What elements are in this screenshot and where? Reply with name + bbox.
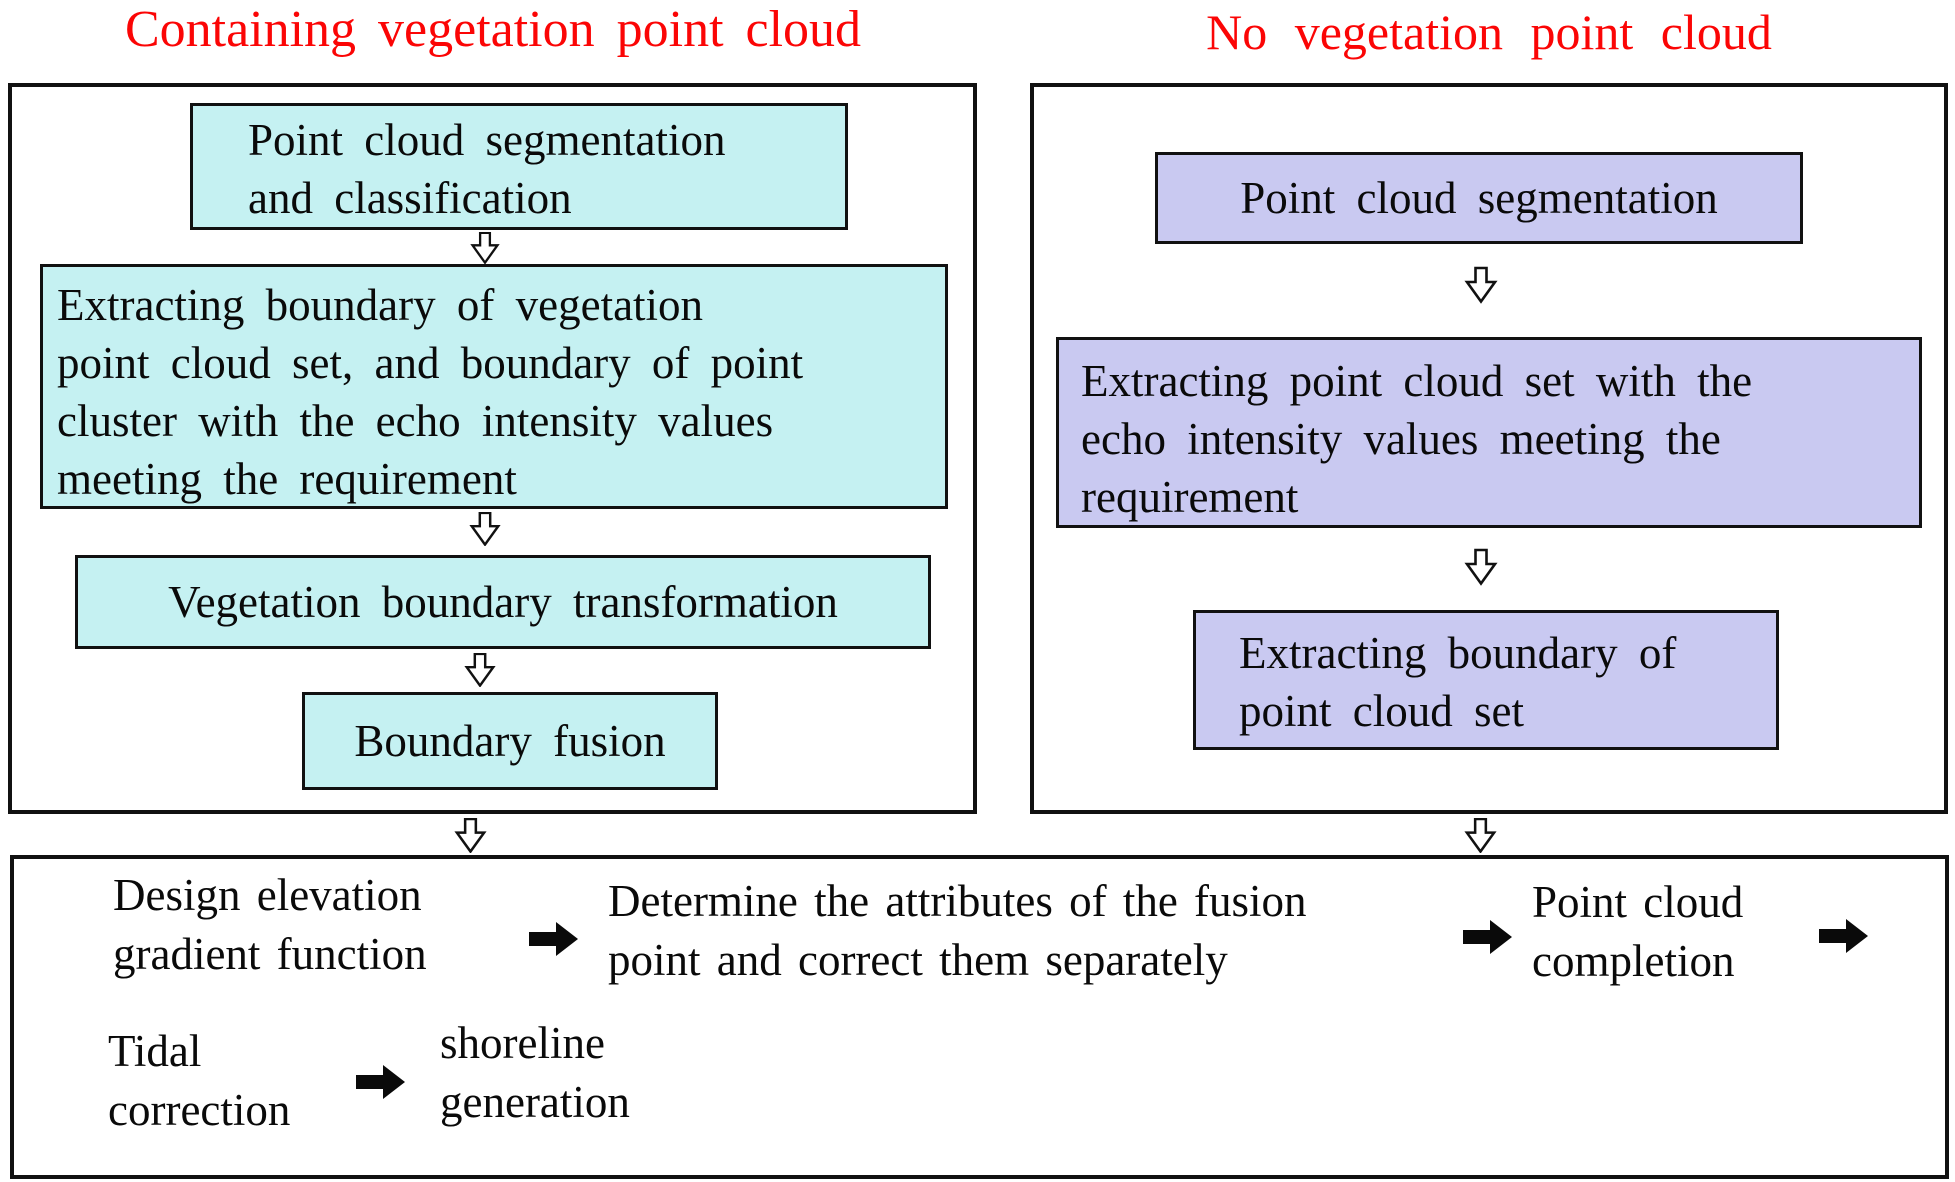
right-arrow-icon <box>355 1062 407 1107</box>
step-point-cloud-segmentation: Point cloud segmentation <box>1155 152 1803 244</box>
fusion-panel <box>10 855 1949 1179</box>
vegetation-branch-title: Containing vegetation point cloud <box>124 1 862 58</box>
text-line: cluster with the echo intensity values <box>57 396 774 446</box>
step-point-cloud-completion: Point cloud completion <box>1532 873 1743 991</box>
step-point-cloud-segmentation-and-classification: Point cloud segmentation and classificat… <box>190 103 848 230</box>
text-line: Determine the attributes of the fusion <box>608 876 1307 926</box>
text-line: and classification <box>248 173 572 223</box>
text-line: correction <box>108 1085 291 1135</box>
down-arrow-icon <box>1463 817 1498 858</box>
step-vegetation-boundary-transformation: Vegetation boundary transformation <box>75 555 931 649</box>
right-arrow-icon <box>528 919 580 964</box>
text-line: Point cloud <box>1532 877 1744 927</box>
down-arrow-icon <box>453 817 488 858</box>
step-shoreline-generation: shoreline generation <box>440 1014 630 1132</box>
right-arrow-icon <box>1462 917 1514 962</box>
step-boundary-fusion: Boundary fusion <box>302 692 718 790</box>
text-line: Extracting boundary of vegetation <box>57 280 704 330</box>
text-line: Design elevation <box>113 870 422 920</box>
down-arrow-icon <box>468 231 502 269</box>
down-arrow-icon <box>463 652 497 692</box>
text-line: shoreline <box>440 1018 605 1068</box>
text-line: echo intensity values meeting the <box>1081 414 1721 464</box>
step-determine-fusion-point-attributes: Determine the attributes of the fusion p… <box>608 872 1307 990</box>
step-tidal-correction: Tidal correction <box>108 1022 290 1140</box>
step-design-elevation-gradient-function: Design elevation gradient function <box>113 866 427 984</box>
step-extract-point-cloud-set: Extracting point cloud set with the echo… <box>1056 337 1922 528</box>
step-extract-boundary-of-point-cloud-set: Extracting boundary of point cloud set <box>1193 610 1779 750</box>
down-arrow-icon <box>468 511 502 551</box>
text-line: point and correct them separately <box>608 935 1228 985</box>
text-line: Extracting point cloud set with the <box>1081 356 1753 406</box>
text-line: Point cloud segmentation <box>1240 173 1718 223</box>
text-line: gradient function <box>113 929 427 979</box>
text-line: generation <box>440 1077 630 1127</box>
down-arrow-icon <box>1463 264 1499 311</box>
down-arrow-icon <box>1463 546 1499 593</box>
text-line: Boundary fusion <box>354 716 666 766</box>
text-line: Tidal <box>108 1026 202 1076</box>
text-line: Vegetation boundary transformation <box>168 577 838 627</box>
text-line: Point cloud segmentation <box>248 115 726 165</box>
right-arrow-icon <box>1818 916 1870 961</box>
text-line: point cloud set, and boundary of point <box>57 338 804 388</box>
step-extract-vegetation-boundary: Extracting boundary of vegetation point … <box>40 264 948 509</box>
no-vegetation-branch-title: No vegetation point cloud <box>1206 4 1772 60</box>
text-line: requirement <box>1081 472 1299 522</box>
text-line: point cloud set <box>1239 686 1524 736</box>
text-line: meeting the requirement <box>57 454 517 504</box>
text-line: Extracting boundary of <box>1239 628 1677 678</box>
text-line: completion <box>1532 936 1735 986</box>
